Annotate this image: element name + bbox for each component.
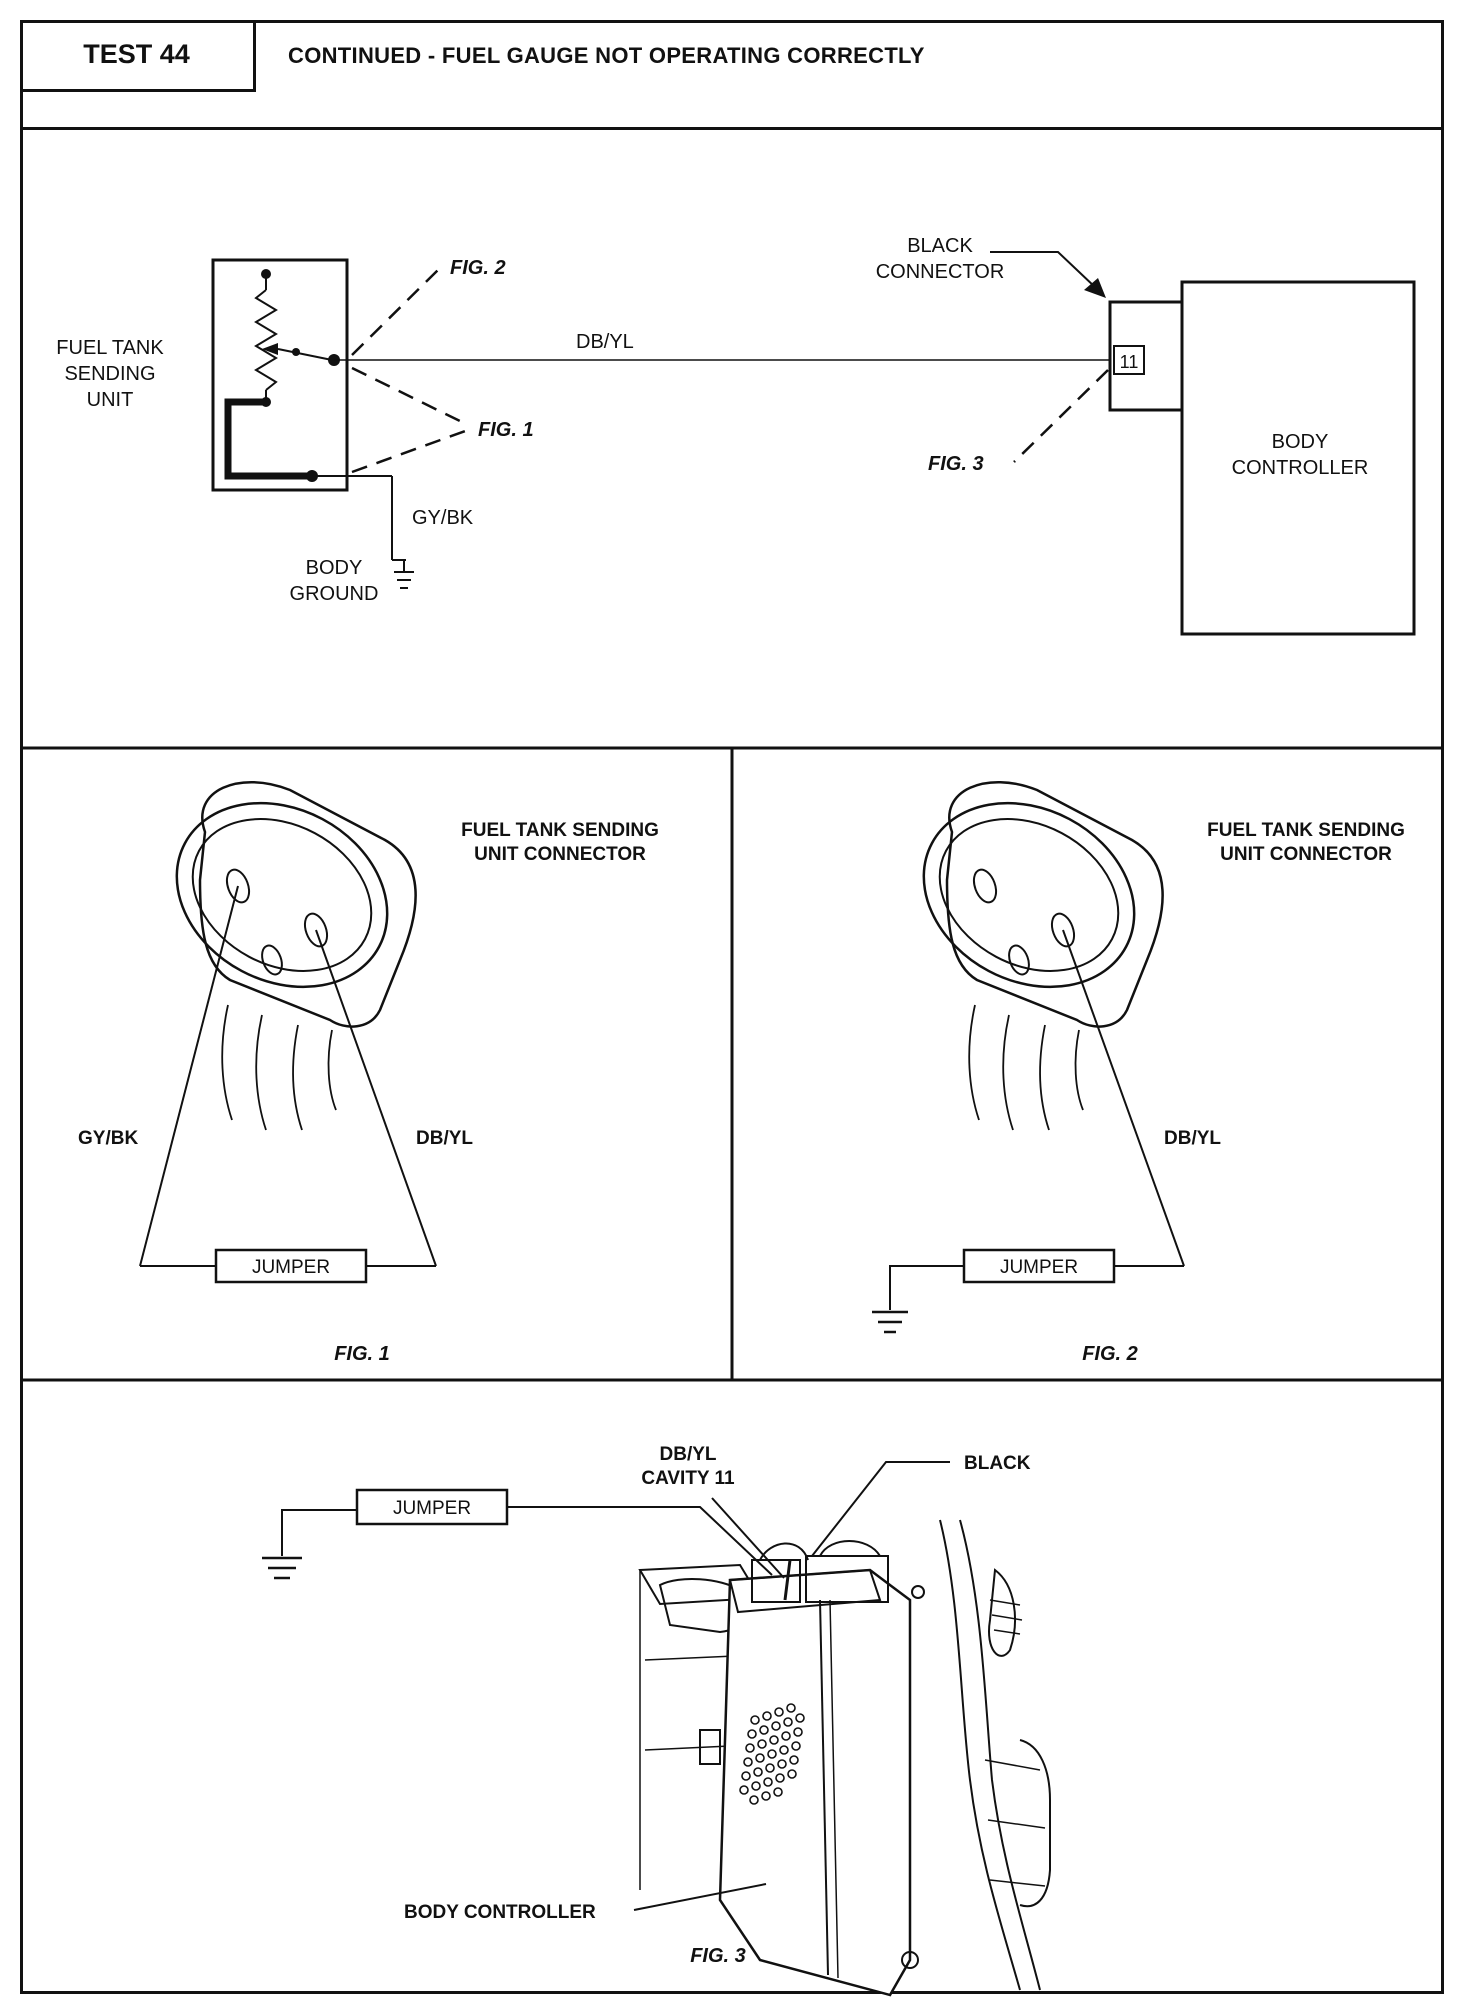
fig3-controller-label: BODY CONTROLLER bbox=[404, 1902, 596, 1923]
sending-unit-label-2: SENDING bbox=[64, 363, 155, 385]
fig1-jumper-label: JUMPER bbox=[252, 1257, 330, 1278]
body-controller-module bbox=[718, 1568, 912, 1997]
fig2-caption: FIG. 2 bbox=[1082, 1343, 1138, 1365]
fig3-drawing bbox=[262, 1461, 1051, 1997]
sending-unit-box bbox=[211, 258, 349, 492]
sending-unit-label-1: FUEL TANK bbox=[56, 337, 164, 359]
connector-label-2: CONNECTOR bbox=[876, 261, 1005, 283]
fig2-connector-label-1: FUEL TANK SENDING bbox=[1207, 820, 1405, 841]
fig1-right-wire-label: DB/YL bbox=[416, 1128, 473, 1149]
fig3-jumper-box bbox=[355, 1488, 509, 1526]
ground-wire-label: GY/BK bbox=[412, 507, 474, 529]
fig2-jumper-label: JUMPER bbox=[1000, 1257, 1078, 1278]
fig2-jumper-box bbox=[962, 1248, 1116, 1284]
controller-label-1: BODY bbox=[1272, 431, 1329, 453]
test-number: TEST 44 bbox=[20, 20, 256, 92]
cavity-box bbox=[1113, 345, 1145, 375]
fig3-cavity-label-1: DB/YL bbox=[660, 1444, 717, 1465]
fig1-connector-label-1: FUEL TANK SENDING bbox=[461, 820, 659, 841]
fig2-connector-label-2: UNIT CONNECTOR bbox=[1220, 844, 1392, 865]
controller-label-2: CONTROLLER bbox=[1232, 457, 1369, 479]
body-ground-label-1: BODY bbox=[306, 557, 363, 579]
body-controller-box bbox=[1180, 280, 1416, 636]
fig3-caption: FIG. 3 bbox=[690, 1945, 746, 1967]
page-title: CONTINUED - FUEL GAUGE NOT OPERATING COR… bbox=[288, 43, 925, 68]
page-frame bbox=[20, 20, 1444, 1994]
fig3-jumper-label: JUMPER bbox=[393, 1498, 471, 1519]
connector-label-1: BLACK bbox=[907, 235, 973, 257]
fig3-cavity-label-2: CAVITY 11 bbox=[641, 1468, 735, 1489]
fig1-connector-label-2: UNIT CONNECTOR bbox=[474, 844, 646, 865]
fig1-caption: FIG. 1 bbox=[334, 1343, 390, 1365]
header-row bbox=[20, 20, 1444, 130]
sending-unit-label-3: UNIT bbox=[87, 389, 134, 411]
fig2-drawing bbox=[872, 781, 1185, 1334]
fig1-drawing bbox=[139, 781, 437, 1284]
fig3-black-label: BLACK bbox=[964, 1453, 1031, 1474]
body-ground-label-2: GROUND bbox=[290, 583, 379, 605]
cavity-number: 11 bbox=[1120, 352, 1139, 372]
fig1-left-wire-label: GY/BK bbox=[78, 1128, 138, 1149]
fig2-wire-label: DB/YL bbox=[1164, 1128, 1221, 1149]
fig2-ref: FIG. 2 bbox=[450, 257, 506, 279]
resistor-symbol bbox=[254, 289, 278, 391]
signal-wire-label: DB/YL bbox=[576, 331, 634, 353]
fig1-jumper-box bbox=[214, 1248, 368, 1284]
schematic bbox=[211, 251, 1416, 636]
fig3-ref: FIG. 3 bbox=[928, 453, 984, 475]
fig1-ref: FIG. 1 bbox=[478, 419, 534, 441]
